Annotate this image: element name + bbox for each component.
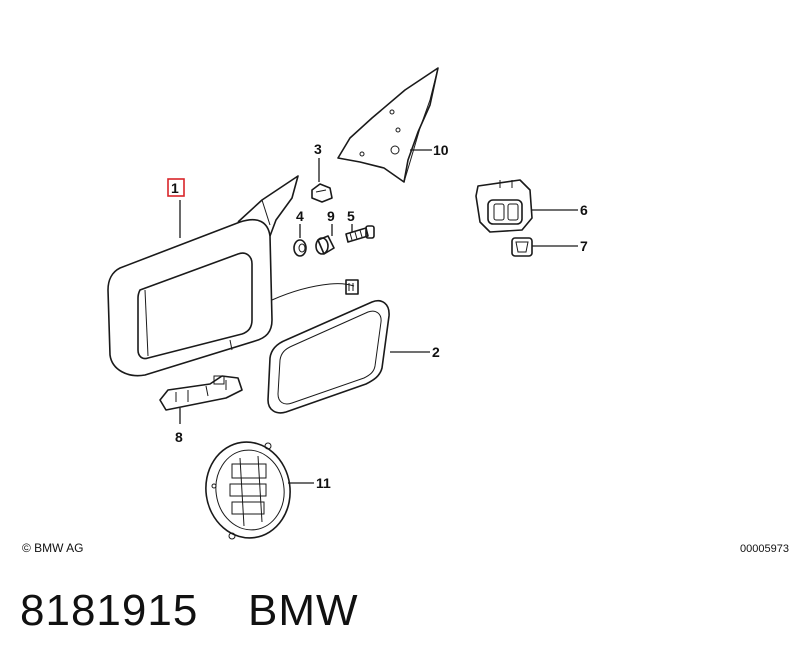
- image-code-label: 00005973: [740, 543, 789, 555]
- part-2-mirror-glass: [267, 279, 390, 414]
- highlight-box-1: [167, 178, 185, 197]
- callout-10: 10: [433, 142, 449, 158]
- part-number: 8181915: [20, 586, 199, 635]
- part-3-clip: [311, 183, 333, 203]
- callout-3: 3: [314, 141, 322, 157]
- callout-8: 8: [175, 429, 183, 445]
- callout-7: 7: [580, 238, 588, 254]
- copyright-label: © BMW AG: [22, 541, 84, 555]
- part-4-grommet: [293, 239, 307, 257]
- part-5-screw: [345, 225, 375, 243]
- callout-4: 4: [296, 208, 304, 224]
- callout-5: 5: [347, 208, 355, 224]
- part-7-switch-cap: [511, 237, 533, 257]
- part-10-mount-cover: [337, 67, 439, 183]
- callout-6: 6: [580, 202, 588, 218]
- callout-1: 1: [171, 180, 179, 196]
- part-1-mirror-housing: [107, 175, 299, 377]
- brand-label: BMW: [248, 586, 359, 635]
- callout-11: 11: [316, 475, 331, 491]
- part-11-mirror-drive: [205, 441, 291, 540]
- callout-9: 9: [327, 208, 335, 224]
- callout-2: 2: [432, 344, 440, 360]
- part-8-bracket: [159, 375, 243, 411]
- exploded-parts-diagram: 10 1 3 4 9 5: [107, 67, 588, 540]
- part-6-mirror-switch: [475, 179, 533, 233]
- part-9-bushing: [315, 235, 335, 255]
